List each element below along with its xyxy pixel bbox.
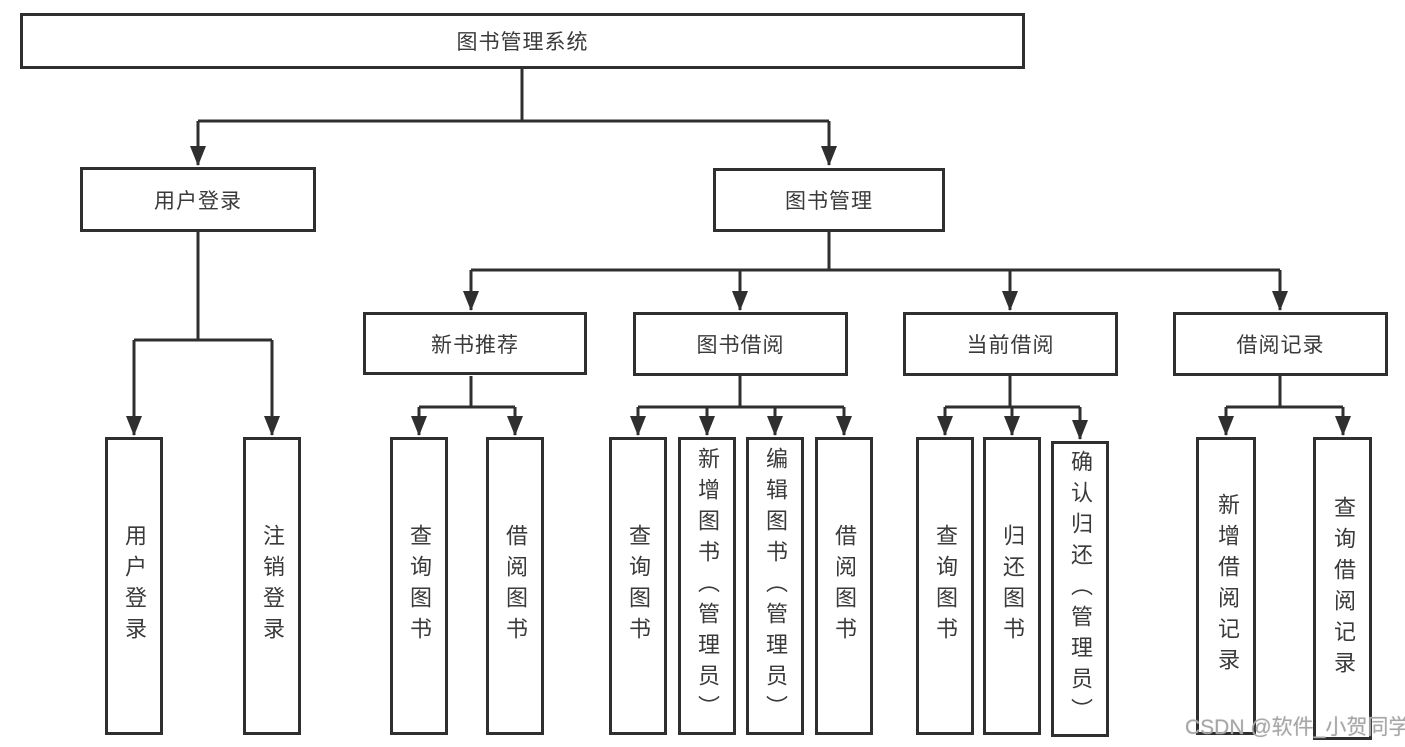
node-leaf-add-book-admin-label: 新增图书（管理员） xyxy=(695,446,720,726)
node-leaf-query-book-borrow-label: 查询图书 xyxy=(626,524,651,648)
node-leaf-borrow-book-recommend-label: 借阅图书 xyxy=(503,524,528,648)
node-leaf-return-book-label: 归还图书 xyxy=(1000,524,1025,648)
node-leaf-logout: 注销登录 xyxy=(243,437,301,735)
node-leaf-query-borrow-record-label: 查询借阅记录 xyxy=(1331,495,1356,682)
node-leaf-edit-book-admin: 编辑图书（管理员） xyxy=(746,437,804,735)
node-current-borrow-label: 当前借阅 xyxy=(966,334,1055,357)
node-leaf-borrow-book-recommend: 借阅图书 xyxy=(486,437,544,735)
node-book-management: 图书管理 xyxy=(713,168,945,232)
node-new-book-recommend: 新书推荐 xyxy=(363,312,587,375)
node-leaf-query-book-current: 查询图书 xyxy=(916,437,974,735)
node-user-login: 用户登录 xyxy=(80,167,316,232)
node-new-book-recommend-label: 新书推荐 xyxy=(431,333,519,357)
node-book-management-label: 图书管理 xyxy=(785,190,873,213)
node-user-login-label: 用户登录 xyxy=(154,189,242,213)
node-leaf-borrow-book-borrow: 借阅图书 xyxy=(815,437,873,735)
node-leaf-logout-label: 注销登录 xyxy=(260,524,285,648)
node-leaf-query-book-borrow: 查询图书 xyxy=(609,437,667,735)
node-root: 图书管理系统 xyxy=(20,13,1025,69)
node-leaf-add-borrow-record-label: 新增借阅记录 xyxy=(1215,493,1240,679)
node-current-borrow: 当前借阅 xyxy=(903,312,1118,376)
node-borrow-records: 借阅记录 xyxy=(1173,312,1388,376)
node-leaf-confirm-return-admin: 确认归还（管理员） xyxy=(1051,441,1109,737)
node-leaf-query-book-recommend-label: 查询图书 xyxy=(407,524,432,648)
node-leaf-borrow-book-borrow-label: 借阅图书 xyxy=(832,524,857,648)
node-leaf-user-login: 用户登录 xyxy=(105,437,163,735)
node-leaf-add-borrow-record: 新增借阅记录 xyxy=(1196,437,1256,735)
node-book-borrow-label: 图书借阅 xyxy=(696,334,785,357)
node-leaf-query-book-recommend: 查询图书 xyxy=(390,437,448,735)
node-root-label: 图书管理系统 xyxy=(456,31,589,54)
node-leaf-confirm-return-admin-label: 确认归还（管理员） xyxy=(1068,449,1093,729)
node-leaf-edit-book-admin-label: 编辑图书（管理员） xyxy=(763,446,788,726)
node-borrow-records-label: 借阅记录 xyxy=(1236,334,1325,357)
node-leaf-add-book-admin: 新增图书（管理员） xyxy=(678,437,736,735)
csdn-watermark: CSDN @软件_小贺同学 xyxy=(1185,716,1405,739)
node-leaf-user-login-label: 用户登录 xyxy=(122,524,147,648)
node-leaf-return-book: 归还图书 xyxy=(983,437,1041,735)
node-book-borrow: 图书借阅 xyxy=(633,312,848,376)
node-leaf-query-book-current-label: 查询图书 xyxy=(933,524,958,648)
node-leaf-query-borrow-record: 查询借阅记录 xyxy=(1313,437,1372,740)
